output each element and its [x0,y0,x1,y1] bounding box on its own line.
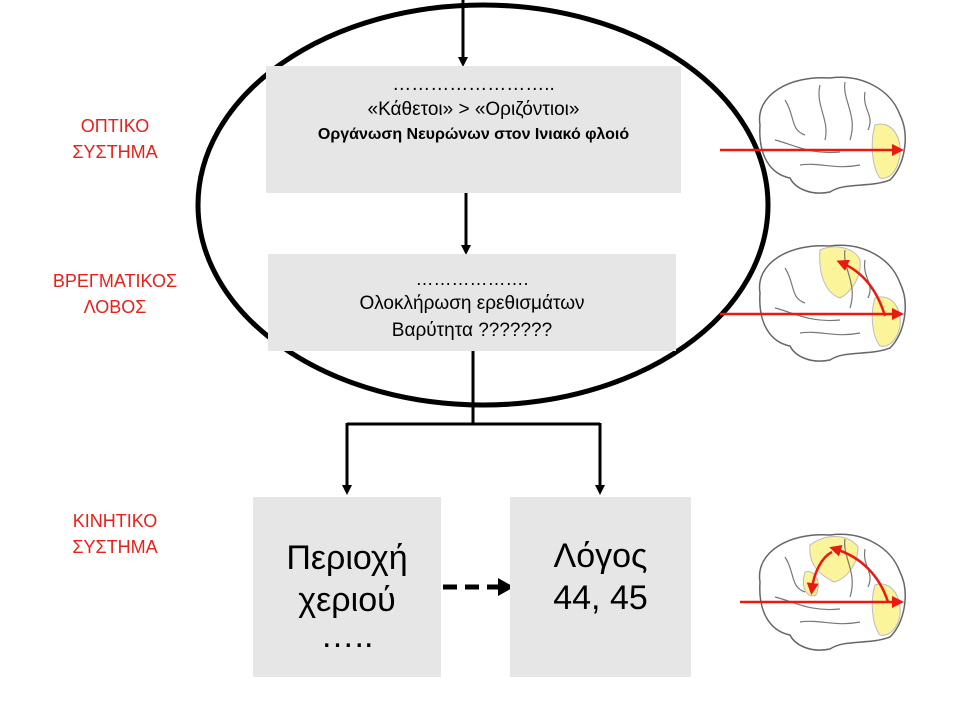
box-speech-line1: Λόγος [553,537,648,575]
label-parietal-lobe: ΒΡΕΓΜΑΤΙΚΟΣ ΛΟΒΟΣ [15,268,215,320]
box-occipital-organization: …………………….. «Κάθετοι» > «Οριζόντιοι» Οργά… [266,66,681,193]
box-middle-gravity: Βαρύτητα ??????? [391,320,553,341]
box-top-organization: Οργάνωση Νευρώνων στον Ινιακό φλοιό [317,126,630,143]
label-motor-system: ΚΙΝΗΤΙΚΟ ΣΥΣΤΗΜΑ [15,508,215,560]
box-hand-line2: χεριού [298,581,396,619]
brain-parietal-icon [720,244,906,362]
label-motor-line1: ΚΙΝΗΤΙΚΟ [72,511,158,531]
box-top-dots: …………………….. [392,74,555,95]
box-speech-line2: 44, 45 [553,579,648,617]
box-speech-area: Λόγος 44, 45 [510,497,691,677]
label-parietal-line2: ΛΟΒΟΣ [83,297,147,317]
processing-ellipse [195,2,771,408]
label-parietal-line1: ΒΡΕΓΜΑΤΙΚΟΣ [52,271,178,291]
label-motor-line2: ΣΥΣΤΗΜΑ [72,537,158,557]
box-hand-area: Περιοχή χεριού ….. [253,497,441,677]
label-optic-line2: ΣΥΣΤΗΜΑ [72,142,158,162]
label-optic-system: ΟΠΤΙΚΟ ΣΥΣΤΗΜΑ [15,113,215,165]
box-stimulus-integration: ………………. Ολοκλήρωση ερεθισμάτων Βαρύτητα … [268,254,676,351]
box-hand-line3: ….. [320,617,374,655]
box-hand-line1: Περιοχή [286,539,408,577]
brain-occipital-icon [720,76,906,194]
label-optic-line1: ΟΠΤΙΚΟ [80,116,150,136]
brain-motor-icon [740,533,906,651]
box-top-vertical-horizontal: «Κάθετοι» > «Οριζόντιοι» [367,99,580,120]
box-middle-integration: Ολοκλήρωση ερεθισμάτων [359,293,585,314]
dashed-arrow-head [498,578,514,596]
box-middle-dots: ………………. [415,269,529,289]
